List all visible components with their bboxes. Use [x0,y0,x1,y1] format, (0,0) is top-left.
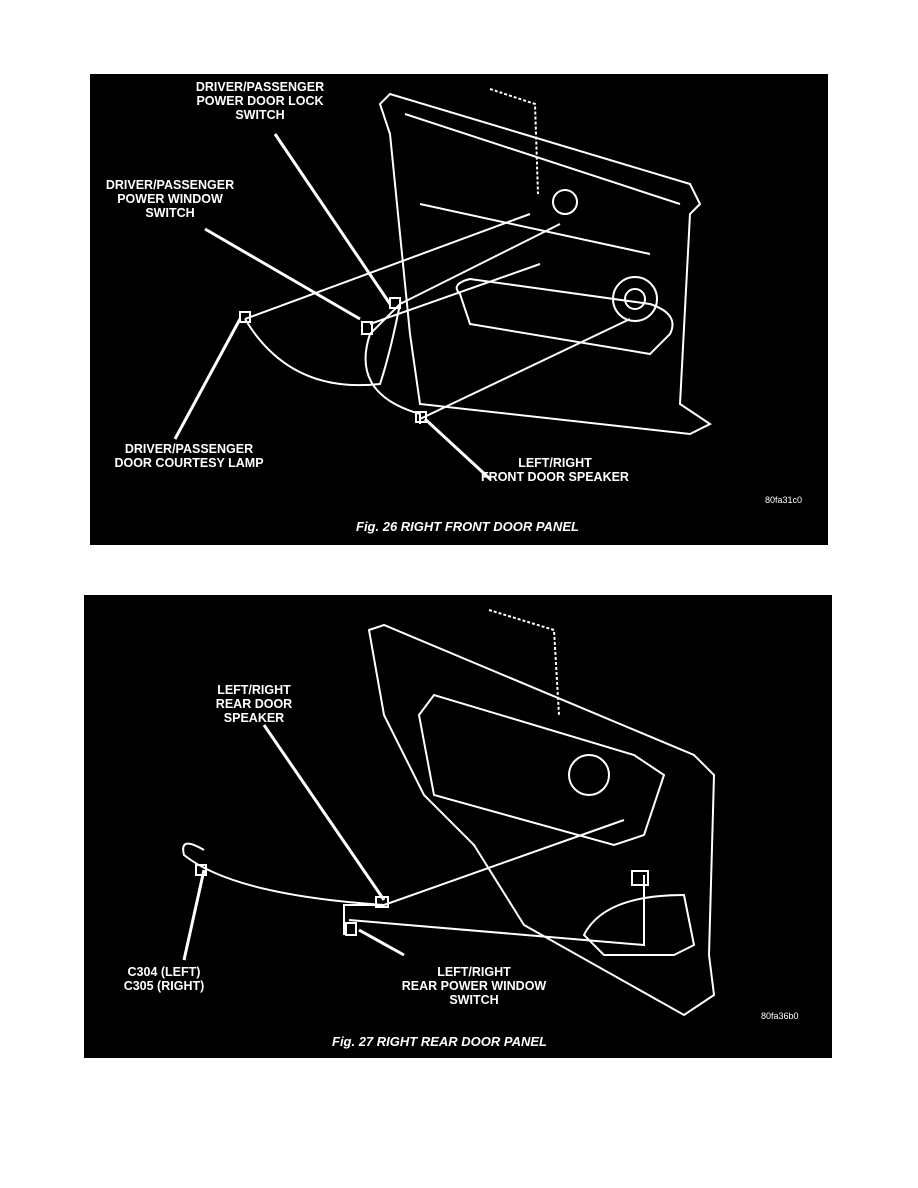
label-door-courtesy-lamp: DRIVER/PASSENGER DOOR COURTESY LAMP [114,442,264,470]
figure-27: LEFT/RIGHT REAR DOOR SPEAKER C304 (LEFT)… [84,595,832,1058]
figure-code: 80fa36b0 [761,1011,799,1021]
front-door-panel-illustration [173,88,712,481]
label-connector-c304-c305: C304 (LEFT) C305 (RIGHT) [123,965,205,993]
label-rear-power-window-switch: LEFT/RIGHT REAR POWER WINDOW SWITCH [401,965,547,1007]
label-power-window-switch: DRIVER/PASSENGER POWER WINDOW SWITCH [105,178,235,220]
label-rear-door-speaker: LEFT/RIGHT REAR DOOR SPEAKER [215,683,293,725]
label-front-door-speaker: LEFT/RIGHT FRONT DOOR SPEAKER [481,456,629,484]
figure-caption: Fig. 26 RIGHT FRONT DOOR PANEL [356,519,579,534]
figure-caption: Fig. 27 RIGHT REAR DOOR PANEL [332,1034,547,1049]
label-power-door-lock-switch: DRIVER/PASSENGER POWER DOOR LOCK SWITCH [195,80,325,122]
rear-door-panel-illustration [182,609,716,1017]
figure-code: 80fa31c0 [765,495,803,505]
figure-26: DRIVER/PASSENGER POWER DOOR LOCK SWITCH … [90,74,828,545]
